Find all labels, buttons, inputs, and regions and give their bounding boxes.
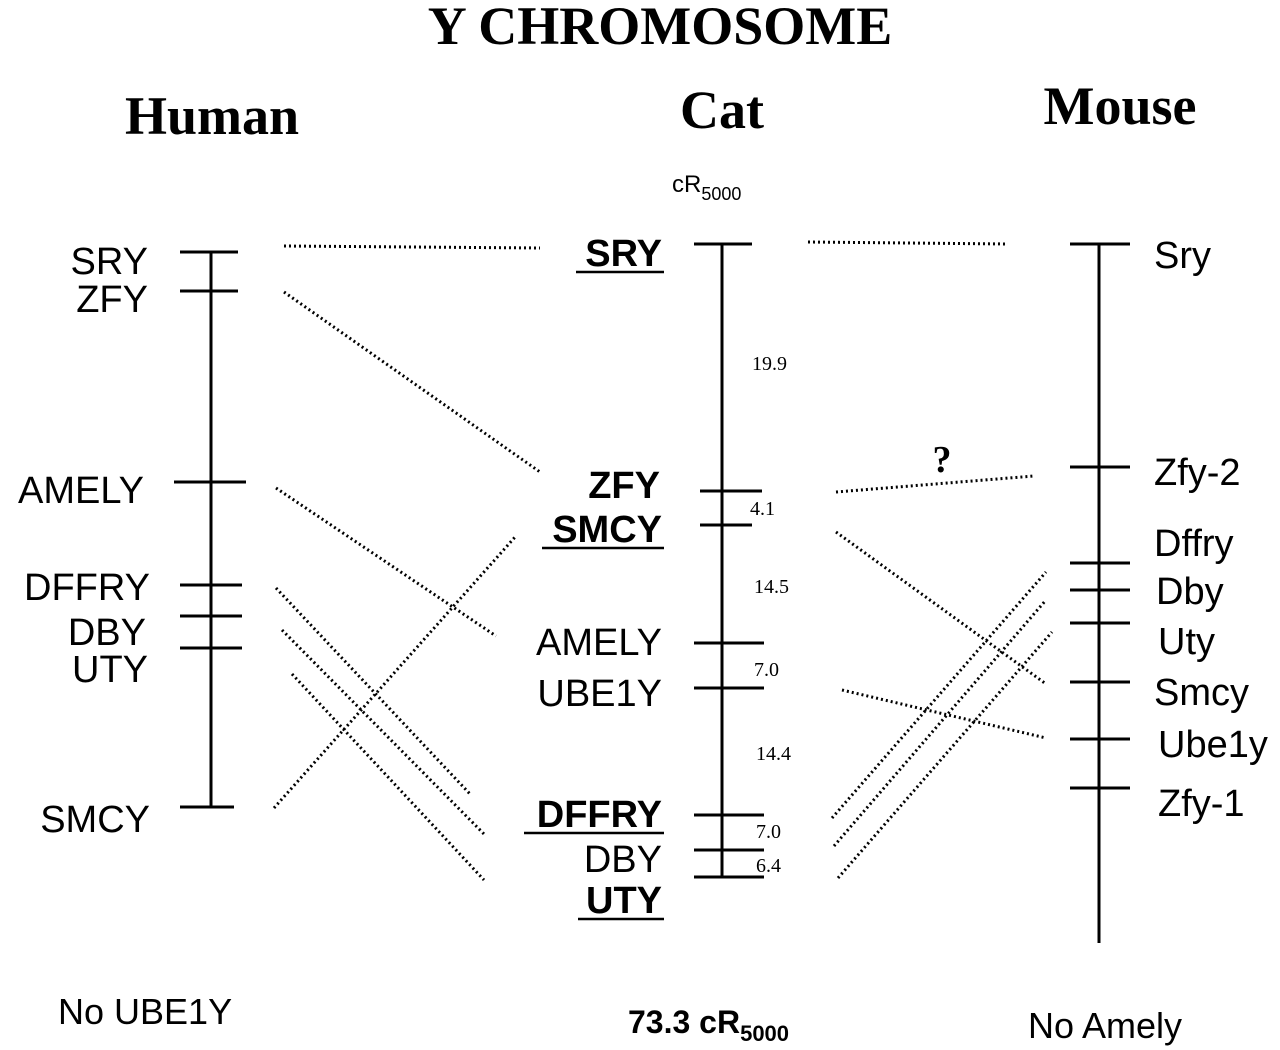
mouse-footer-note: No Amely — [1028, 1005, 1182, 1046]
connector-dby — [832, 599, 1048, 847]
uncertain-homology-mark: ? — [933, 439, 952, 481]
cat-distance-label: 14.4 — [756, 743, 791, 765]
cat-gene-label: DFFRY — [537, 794, 662, 836]
cat-distance-label: 7.0 — [756, 821, 781, 843]
cat-mouse-connectors — [807, 240, 1054, 879]
cat-gene-label: SMCY — [552, 509, 662, 551]
cat-gene-label: ZFY — [588, 465, 660, 507]
mouse-gene-label: Sry — [1154, 235, 1211, 277]
connector-dby — [280, 628, 486, 836]
human-gene-label: SRY — [71, 241, 148, 283]
cat-chromosome: SRY ZFY SMCY AMELY UBE1Y DFFRY DBY UTY 1… — [524, 233, 791, 922]
human-gene-label: ZFY — [76, 279, 148, 321]
human-gene-label: SMCY — [40, 799, 150, 841]
cat-distance-label: 19.9 — [752, 353, 787, 375]
connector-smcy — [272, 535, 518, 809]
mouse-gene-label: Zfy-2 — [1154, 452, 1241, 494]
mouse-gene-label: Dby — [1156, 571, 1224, 613]
connector-dffry — [830, 571, 1048, 819]
mouse-gene-label: Dffry — [1154, 523, 1234, 565]
mouse-gene-label: Zfy-1 — [1158, 783, 1245, 825]
cat-unit-base: cR — [672, 171, 701, 198]
cat-gene-label: UTY — [586, 880, 662, 922]
connector-uty — [836, 631, 1054, 879]
cat-distance-label: 7.0 — [754, 659, 779, 681]
human-gene-label: DBY — [68, 612, 146, 654]
column-header-mouse: Mouse — [1044, 76, 1197, 136]
connector-amely — [275, 486, 497, 638]
human-gene-label: UTY — [72, 649, 148, 691]
cat-gene-label: UBE1Y — [537, 673, 662, 715]
cat-total-length: 73.3 cR5000 — [628, 1004, 789, 1046]
cat-gene-label: AMELY — [536, 622, 662, 664]
column-header-human: Human — [125, 86, 299, 146]
cat-gene-label: SRY — [585, 233, 662, 275]
human-gene-label: AMELY — [18, 470, 144, 512]
human-footer-note: No UBE1Y — [58, 991, 232, 1032]
connector-sry — [283, 244, 541, 250]
column-header-cat: Cat — [680, 80, 764, 140]
connector-smcy — [835, 530, 1047, 686]
cat-total-subscript: 5000 — [740, 1021, 789, 1046]
cat-gene-label: DBY — [584, 839, 662, 881]
connector-zfy — [283, 290, 541, 474]
cat-distance-label: 14.5 — [754, 576, 789, 598]
human-gene-label: DFFRY — [24, 567, 150, 609]
cat-unit-subscript: 5000 — [701, 184, 741, 204]
mouse-gene-label: Ube1y — [1158, 724, 1268, 766]
connector-dffry — [274, 586, 472, 796]
human-cat-connectors — [272, 244, 541, 882]
connector-zfy — [835, 474, 1035, 494]
connector-sry — [807, 240, 1009, 246]
cat-total-value: 73.3 cR — [628, 1004, 740, 1040]
mouse-gene-label: Smcy — [1154, 672, 1249, 714]
connector-ube1y — [841, 688, 1047, 740]
mouse-gene-label: Uty — [1158, 621, 1215, 663]
connector-uty — [290, 672, 486, 882]
mouse-chromosome: Sry Zfy-2 Dffry Dby Uty Smcy Ube1y Zfy-1 — [1070, 235, 1268, 943]
diagram-title: Y CHROMOSOME — [428, 0, 892, 56]
cat-distance-label: 4.1 — [750, 498, 775, 520]
human-chromosome: SRY ZFY AMELY DFFRY DBY UTY SMCY — [18, 241, 246, 841]
cat-distance-label: 6.4 — [756, 855, 781, 877]
cat-unit-label: cR5000 — [672, 171, 741, 204]
